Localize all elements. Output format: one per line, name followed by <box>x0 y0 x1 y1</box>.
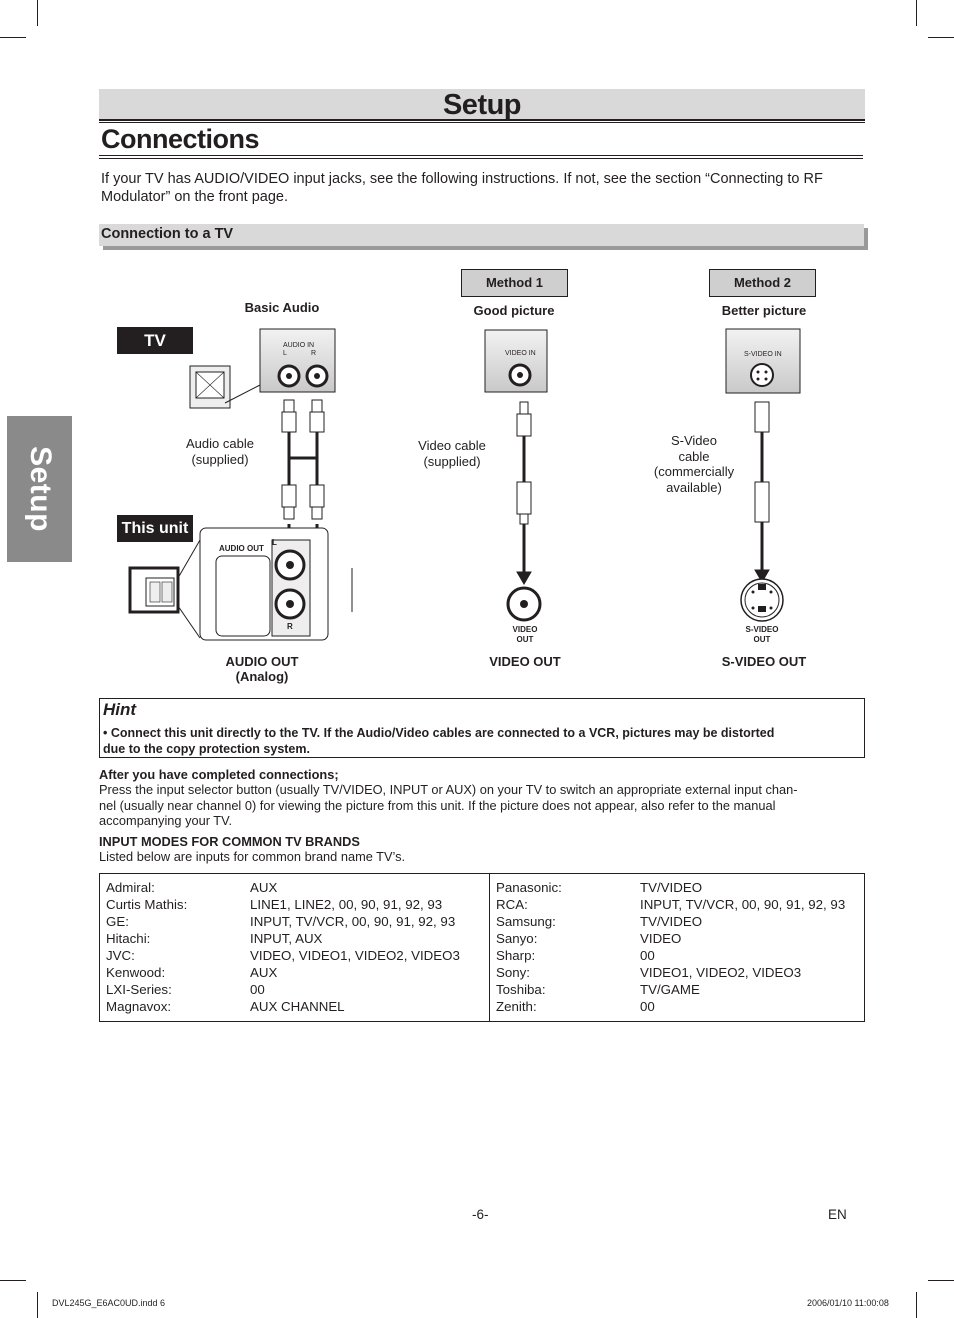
section-rule <box>99 158 863 159</box>
unit-audio-out-panel <box>199 527 353 641</box>
table-row: Zenith:00 <box>496 999 655 1014</box>
section-title: Connections <box>101 124 260 154</box>
table-row: Curtis Mathis:LINE1, LINE2, 00, 90, 91, … <box>106 897 443 912</box>
table-row: Sony:VIDEO1, VIDEO2, VIDEO3 <box>496 965 802 980</box>
subsection-bar: Connection to a TV <box>99 224 864 246</box>
audio-out-panel-label: AUDIO OUT <box>219 544 264 553</box>
video-out-jack <box>506 586 542 622</box>
input-modes-heading: INPUT MODES FOR COMMON TV BRANDS <box>99 834 360 849</box>
after-heading: After you have completed connections; <box>99 767 339 782</box>
table-row: Admiral:AUX <box>106 880 278 895</box>
table-row: Toshiba:TV/GAME <box>496 982 700 997</box>
unit-icon <box>128 539 201 639</box>
input-modes-sub: Listed below are inputs for common brand… <box>99 849 406 864</box>
audio-out-r-label: R <box>287 622 293 631</box>
table-row: LXI-Series:00 <box>106 982 265 997</box>
tv-label: TV <box>117 327 193 354</box>
basic-audio-label: Basic Audio <box>244 300 320 315</box>
slug-file: DVL245G_E6AC0UD.indd 6 <box>52 1298 166 1308</box>
crop-mark <box>37 0 38 26</box>
brand-column-left: Admiral:AUX Curtis Mathis:LINE1, LINE2, … <box>106 879 484 1015</box>
audio-in-panel-label: AUDIO IN <box>283 342 315 349</box>
page-title: Setup <box>442 89 522 121</box>
crop-mark <box>928 37 954 38</box>
method1-label: Method 1 <box>461 269 568 297</box>
table-row: GE:INPUT, TV/VCR, 00, 90, 91, 92, 93 <box>106 914 456 929</box>
hint-title: Hint <box>103 700 137 719</box>
title-rule <box>99 119 865 121</box>
table-row: Panasonic:TV/VIDEO <box>496 880 703 895</box>
subsection-title: Connection to a TV <box>101 226 234 242</box>
tv-audio-in-panel <box>259 328 336 393</box>
crop-mark <box>37 1292 38 1318</box>
connection-diagram <box>128 328 801 641</box>
title-rule <box>99 122 865 123</box>
svideo-out-jack <box>740 578 784 622</box>
hint-text: • Connect this unit directly to the TV. … <box>103 726 775 756</box>
tv-svideo-in-panel <box>725 328 801 394</box>
table-row: Hitachi:INPUT, AUX <box>106 931 323 946</box>
side-tab: Setup <box>7 416 72 562</box>
brand-table: Admiral:AUX Curtis Mathis:LINE1, LINE2, … <box>99 873 865 1022</box>
table-row: RCA:INPUT, TV/VCR, 00, 90, 91, 92, 93 <box>496 897 846 912</box>
slug-date: 2006/01/10 11:00:08 <box>807 1298 889 1308</box>
table-row: Kenwood:AUX <box>106 965 278 980</box>
tv-video-in-panel <box>484 329 548 393</box>
crop-mark <box>0 1280 26 1281</box>
audio-in-r-label: R <box>311 350 317 357</box>
hint-box: Hint • Connect this unit directly to the… <box>99 698 865 758</box>
video-out-jack-label: VIDEO OUT <box>512 625 538 644</box>
this-unit-label: This unit <box>117 515 193 542</box>
table-row: JVC:VIDEO, VIDEO1, VIDEO2, VIDEO3 <box>106 948 460 963</box>
audio-cable-label: Audio cable (supplied) <box>186 436 254 467</box>
language-label: EN <box>828 1207 847 1222</box>
table-row: Sharp:00 <box>496 948 655 963</box>
table-row: Samsung:TV/VIDEO <box>496 914 703 929</box>
video-cable-label: Video cable (supplied) <box>418 438 486 469</box>
video-cable <box>516 401 532 585</box>
brand-column-right: Panasonic:TV/VIDEO RCA:INPUT, TV/VCR, 00… <box>496 879 858 1015</box>
table-row: Sanyo:VIDEO <box>496 931 682 946</box>
svideo-out-caption: S-VIDEO OUT <box>721 654 807 669</box>
svideo-cable-label: S-Video cable (commercially available) <box>653 433 735 495</box>
audio-out-l-label: L <box>272 538 277 547</box>
section-rule <box>99 155 863 156</box>
method2-label: Method 2 <box>709 269 816 297</box>
crop-mark <box>916 0 917 26</box>
svideo-cable <box>754 401 770 583</box>
page-number: -6- <box>472 1207 489 1222</box>
crop-mark <box>0 37 26 38</box>
svideo-out-jack-label: S-VIDEO OUT <box>745 625 779 644</box>
intro-text: If your TV has AUDIO/VIDEO input jacks, … <box>101 171 823 205</box>
crop-mark <box>916 1292 917 1318</box>
table-divider <box>489 874 490 1021</box>
tv-icon <box>189 365 263 409</box>
audio-out-caption: AUDIO OUT (Analog) <box>225 654 299 684</box>
better-picture-label: Better picture <box>721 303 807 318</box>
good-picture-label: Good picture <box>473 303 555 318</box>
table-row: Magnavox:AUX CHANNEL <box>106 999 345 1014</box>
video-in-panel-label: VIDEO IN <box>505 350 536 357</box>
audio-in-l-label: L <box>283 350 287 357</box>
crop-mark <box>928 1280 954 1281</box>
page-title-bar: Setup <box>99 89 865 121</box>
svideo-in-panel-label: S-VIDEO IN <box>744 351 782 358</box>
after-body: Press the input selector button (usually… <box>99 782 798 828</box>
video-out-caption: VIDEO OUT <box>489 654 561 669</box>
